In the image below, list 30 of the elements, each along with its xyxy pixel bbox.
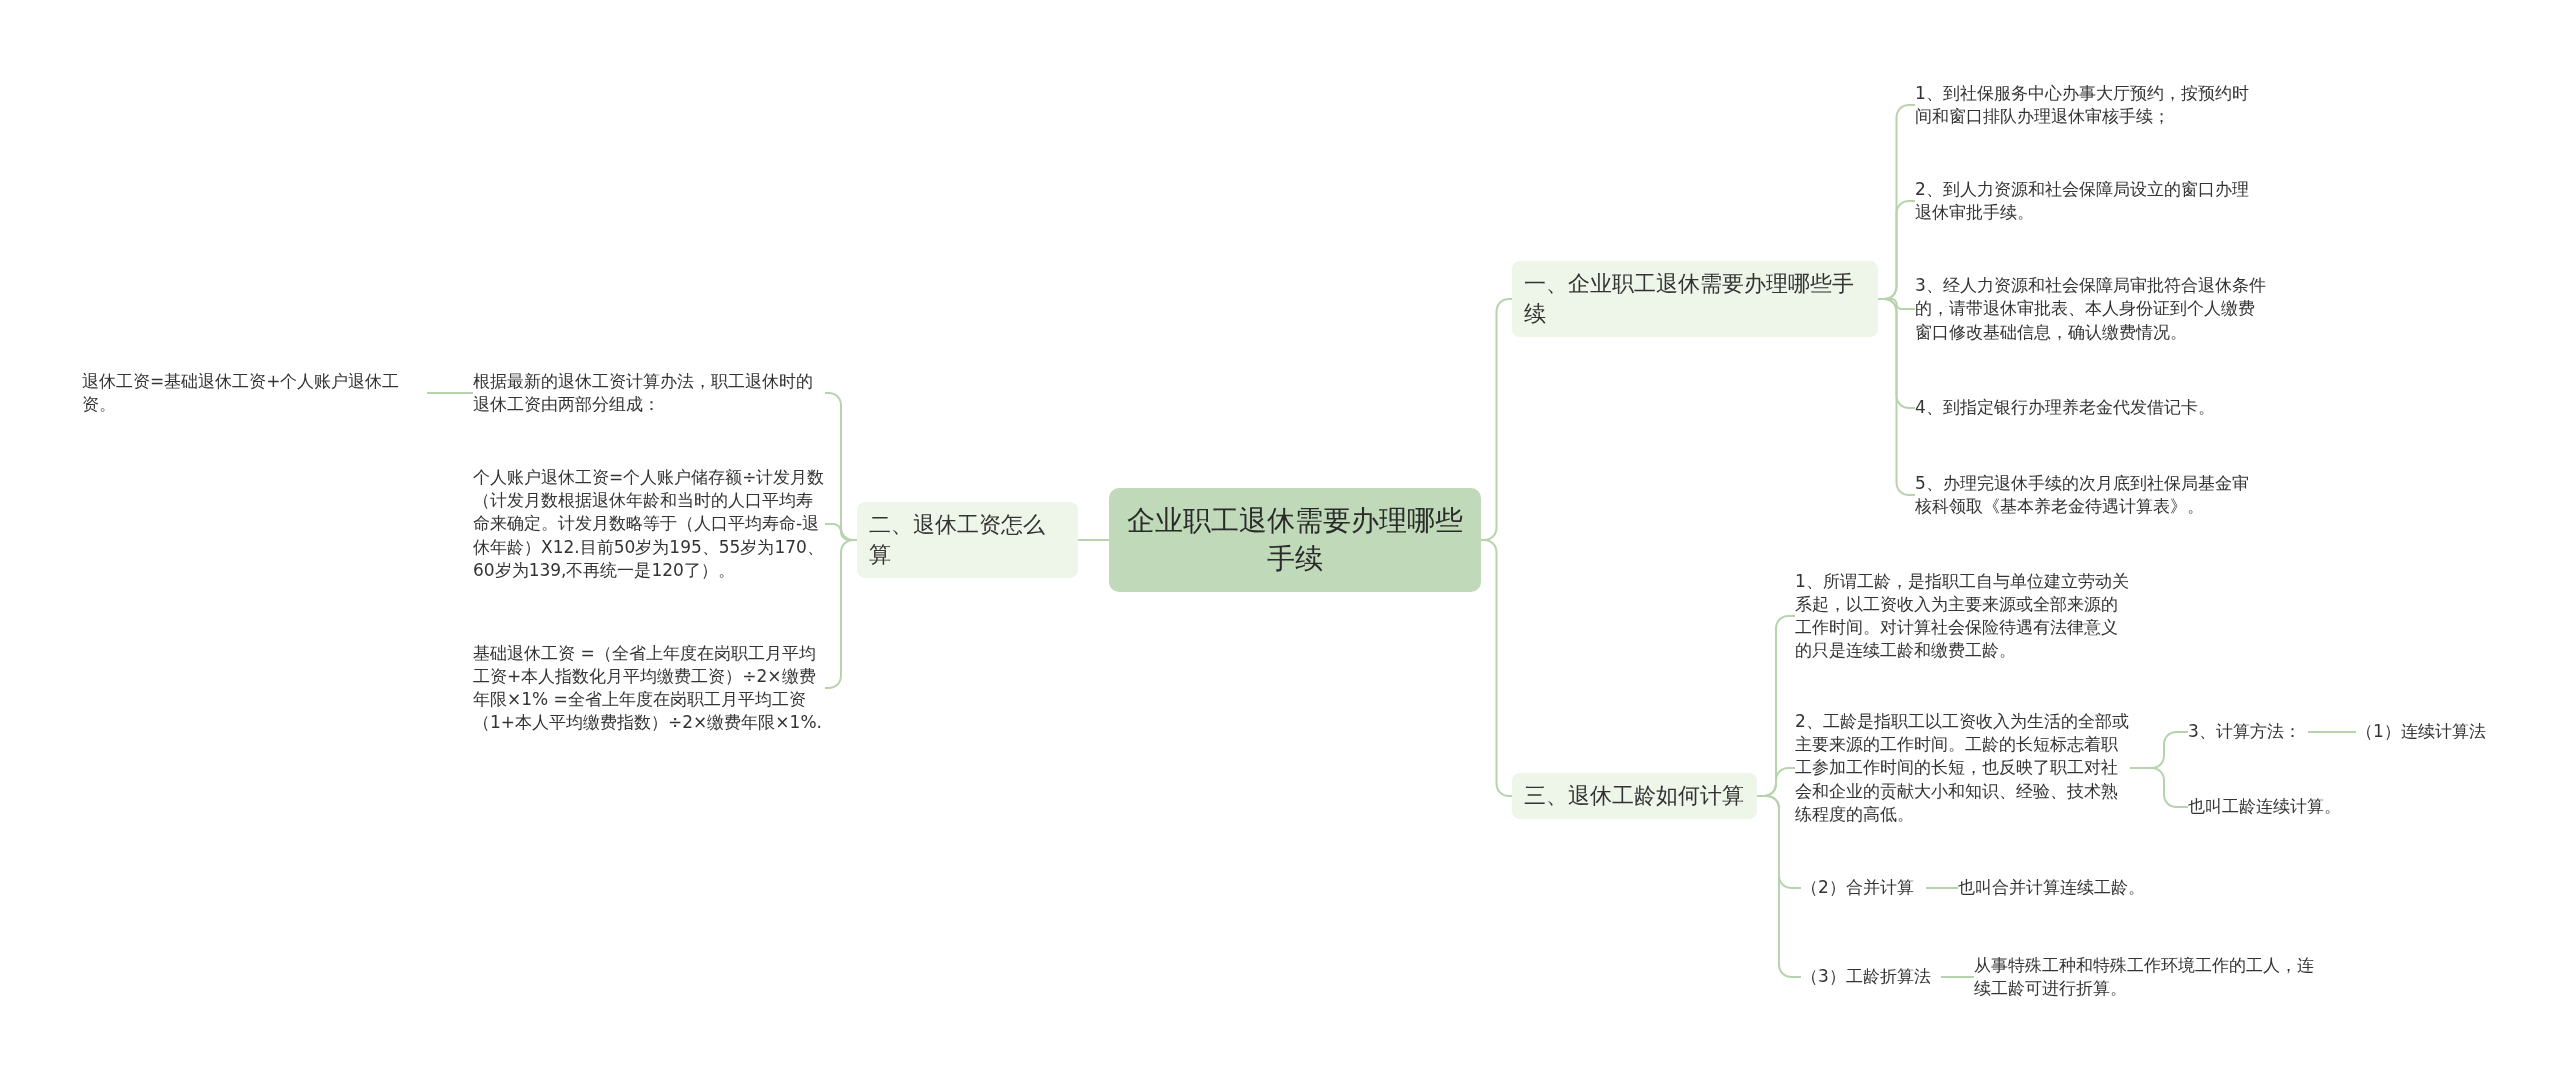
connector-line bbox=[1077, 539, 1110, 541]
topic-text: 5、办理完退休手续的次月底到社保局基金审核科领取《基本养老金待遇计算表》。 bbox=[1915, 471, 2265, 519]
topic-text: （3）工龄折算法 bbox=[1801, 965, 1941, 989]
topic-text: 3、计算方法： bbox=[2188, 720, 2308, 744]
connector-line bbox=[1877, 298, 1916, 496]
topic-text: 3、经人力资源和社会保障局审批符合退休条件的，请带退休审批表、本人身份证到个人缴费窗口修改基础信息，确认缴费情况。 bbox=[1915, 274, 2270, 344]
topic-text: 个人账户退休工资=个人账户储存额÷计发月数（计发月数根据退休年龄和当时的人口平均寿命来确定。计发月数略等于（人口平均寿命-退休年龄）X12.目前50岁为195、55岁为170、60岁为139,不再统一是120了）。 bbox=[473, 466, 825, 582]
connector-line bbox=[1756, 795, 1802, 978]
connector-line bbox=[1940, 976, 1975, 978]
topic-box: 一、企业职工退休需要办理哪些手续 bbox=[1512, 261, 1878, 337]
topic-text: 也叫工龄连续计算。 bbox=[2188, 795, 2368, 819]
topic-text: 1、所谓工龄，是指职工自与单位建立劳动关系起，以工资收入为主要来源或全部来源的工作时间。对计算社会保险待遇有法律意义的只是连续工龄和缴费工龄。 bbox=[1795, 569, 2130, 663]
topic-text: 4、到指定银行办理养老金代发借记卡。 bbox=[1915, 396, 2265, 420]
topic-text: 基础退休工资 =（全省上年度在岗职工月平均工资+本人指数化月平均缴费工资）÷2×缴费年限×1% =全省上年度在岗职工月平均工资（1+本人平均缴费指数）÷2×缴费年限×1%. bbox=[473, 641, 825, 735]
connector-line bbox=[2129, 767, 2189, 808]
topic-text: 退休工资=基础退休工资+个人账户退休工资。 bbox=[82, 369, 427, 417]
topic-text: 2、工龄是指职工以工资收入为生活的全部或主要来源的工作时间。工龄的长短标志着职工参加工作时间的长短，也反映了职工对社会和企业的贡献大小和知识、经验、技术熟练程度的高低。 bbox=[1795, 710, 2130, 826]
connector-line bbox=[2307, 731, 2357, 733]
topic-text: 1、到社保服务中心办事大厅预约，按预约时间和窗口排队办理退休审核手续； bbox=[1915, 81, 2265, 129]
topic-box: 三、退休工龄如何计算 bbox=[1512, 773, 1757, 819]
topic-text: （2）合并计算 bbox=[1801, 876, 1926, 900]
connector-line bbox=[1925, 887, 1959, 889]
connector-line bbox=[426, 392, 474, 394]
topic-text: 从事特殊工种和特殊工作环境工作的工人，连续工龄可进行折算。 bbox=[1974, 953, 2324, 1001]
topic-text: 根据最新的退休工资计算办法，职工退休时的退休工资由两部分组成： bbox=[473, 369, 825, 417]
topic-text: 也叫合并计算连续工龄。 bbox=[1958, 876, 2168, 900]
topic-text: （1）连续计算法 bbox=[2356, 720, 2506, 744]
central-topic-box: 企业职工退休需要办理哪些手续 bbox=[1109, 487, 1481, 593]
topic-box: 二、退休工资怎么算 bbox=[857, 502, 1078, 578]
topic-text: 2、到人力资源和社会保障局设立的窗口办理退休审批手续。 bbox=[1915, 177, 2265, 225]
